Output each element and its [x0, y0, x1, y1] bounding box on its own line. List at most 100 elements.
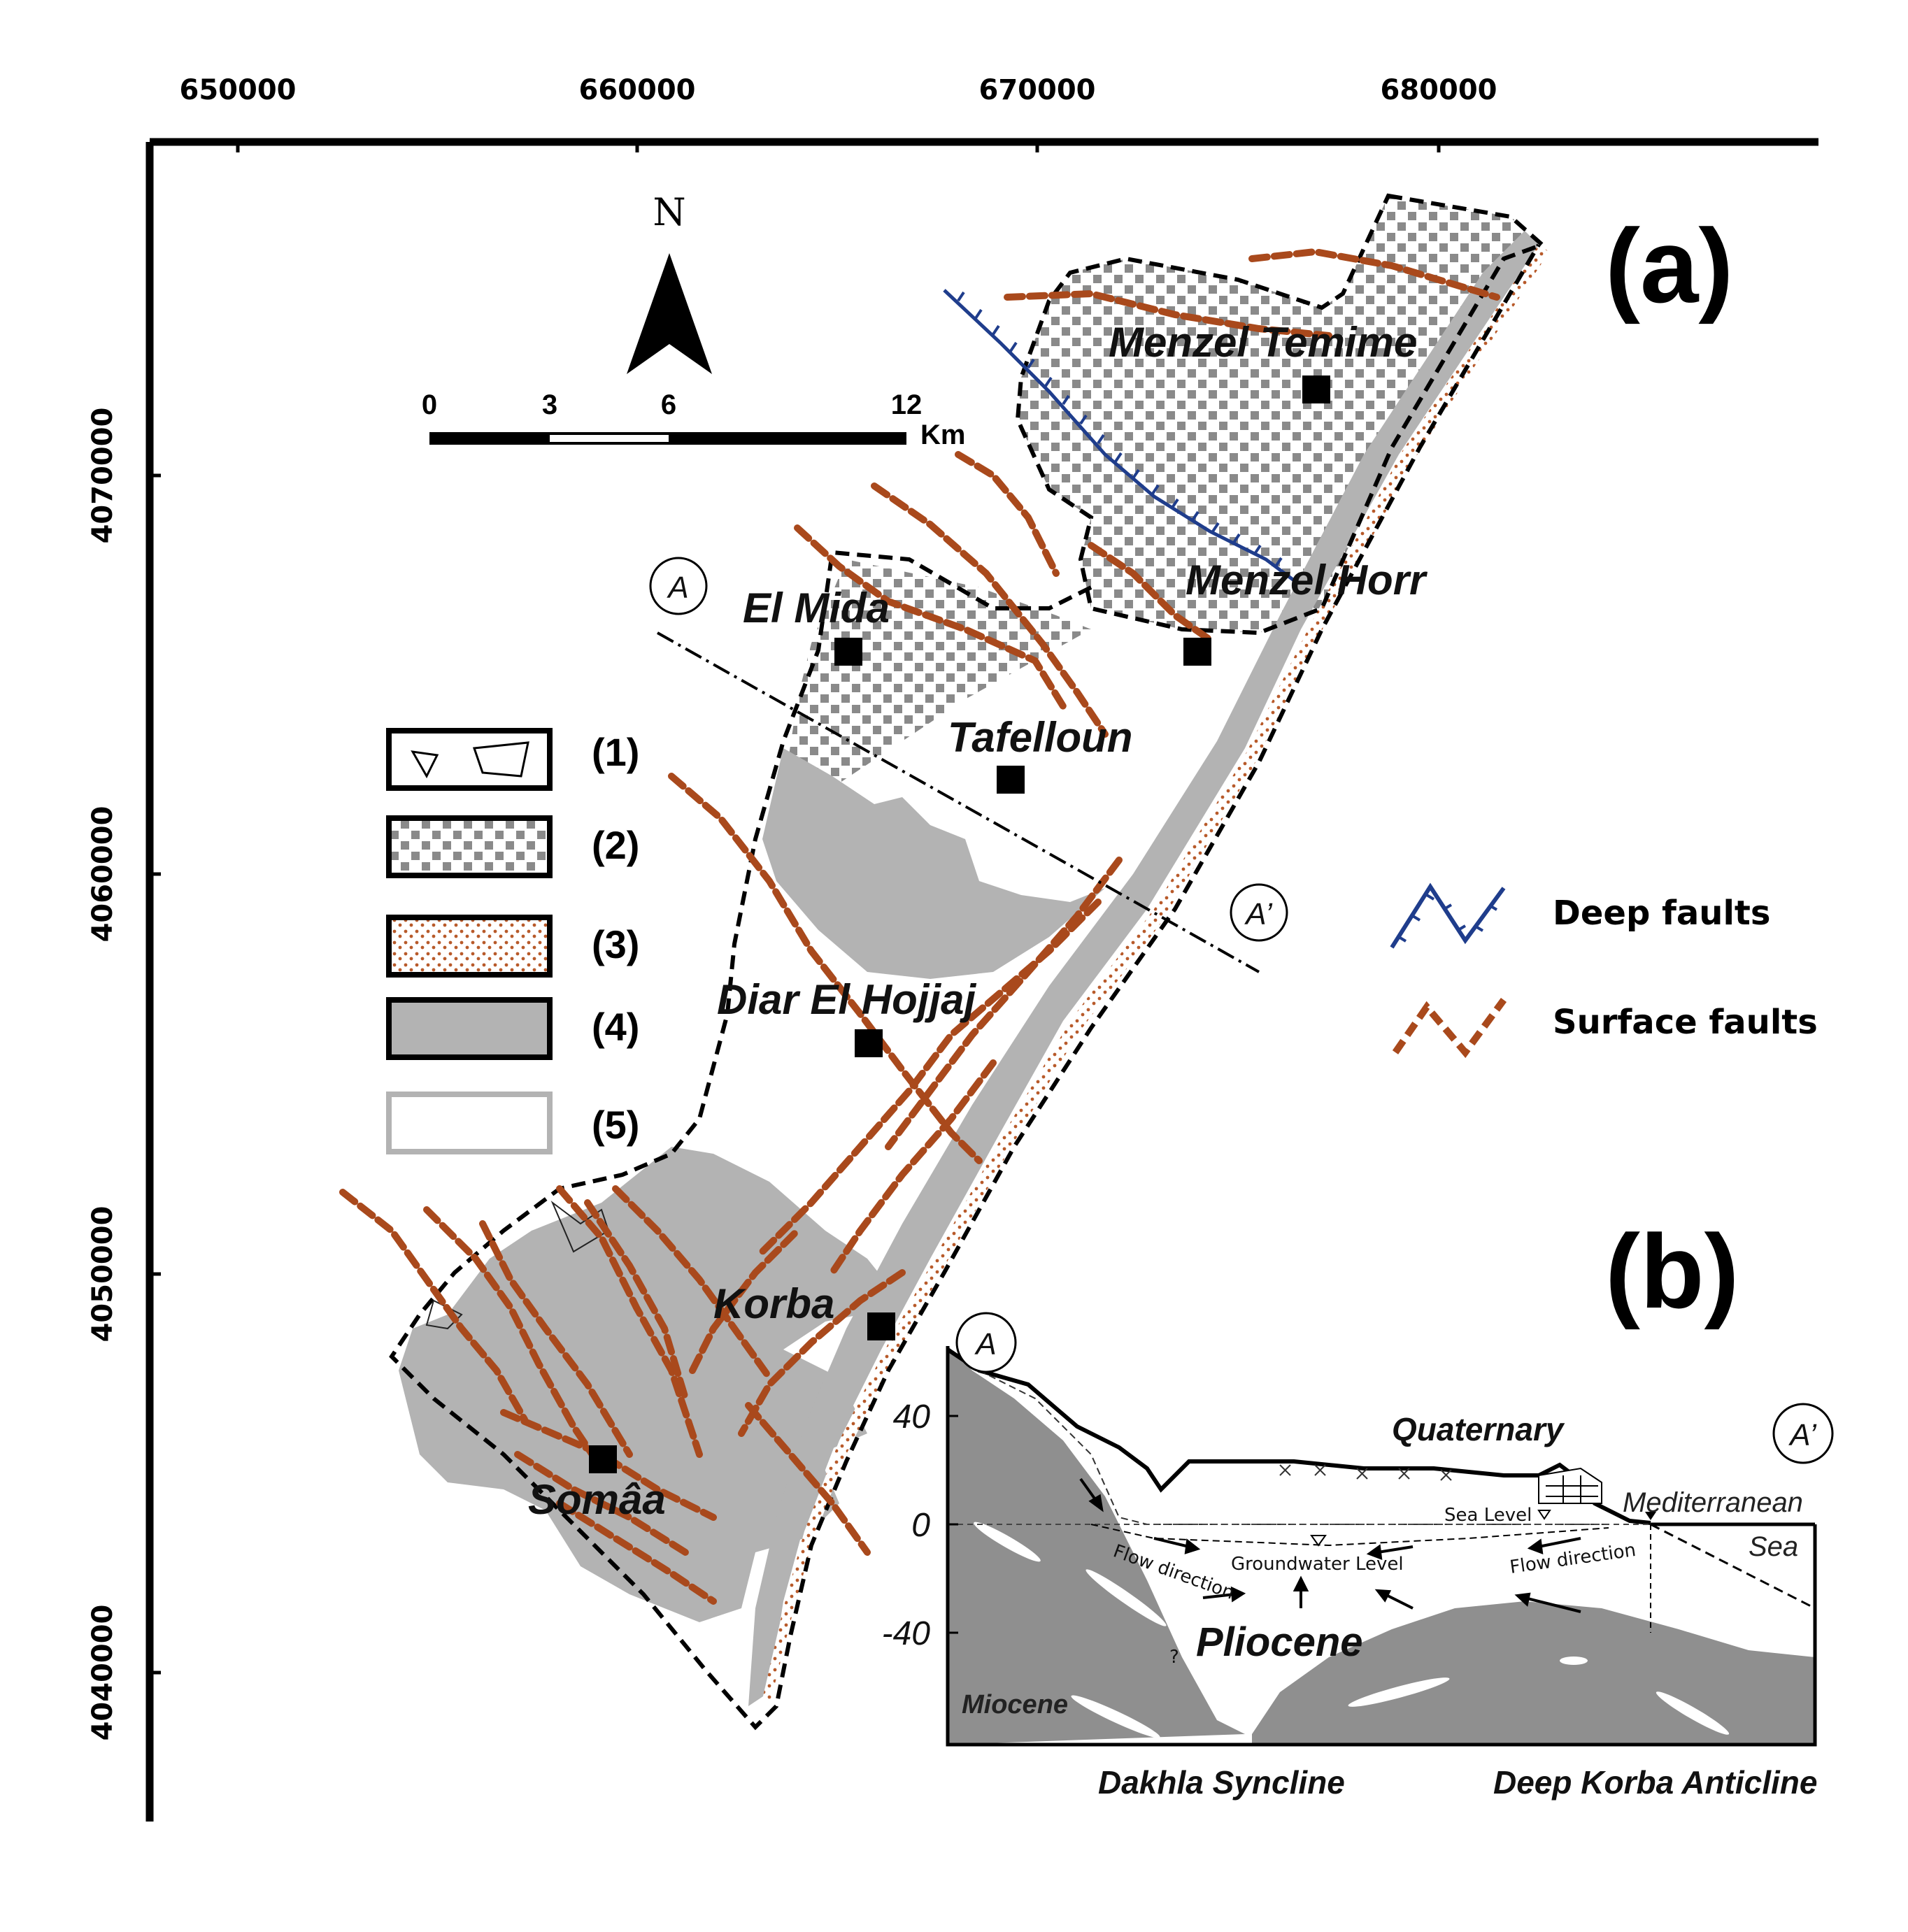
legend-swatch-5 — [386, 1092, 553, 1154]
y-tick-label: 4050000 — [87, 1206, 119, 1343]
surface-fault — [1248, 248, 1500, 301]
town-label: Somâa — [528, 1476, 666, 1523]
miocene-body-right — [1252, 1601, 1815, 1745]
sea-level-label: Sea Level — [1444, 1505, 1532, 1526]
town-marker — [1183, 638, 1211, 666]
surface-fault — [668, 773, 983, 1164]
groundwater-line — [1090, 1524, 1609, 1547]
svg-text:6: 6 — [661, 389, 676, 420]
legend-label: (4) — [592, 1005, 639, 1049]
deep-fault-legend-icon — [1390, 882, 1506, 949]
grey-unit-south — [399, 1147, 895, 1622]
deep-faults-label: Deep faults — [1553, 894, 1770, 933]
section-y-tick: 0 — [911, 1507, 930, 1544]
surface-fault — [423, 1206, 605, 1472]
mediterranean-label: Mediterranean — [1623, 1487, 1803, 1518]
syncline-label: Dakhla Syncline — [1098, 1764, 1345, 1801]
svg-text:3: 3 — [542, 389, 557, 420]
groundwater-label: Groundwater Level — [1231, 1554, 1404, 1575]
x-tick-label: 660000 — [579, 74, 696, 106]
panel-label-a: (a) — [1605, 207, 1733, 324]
scale-bar: 0 3 6 12 Km — [422, 389, 966, 450]
miocene-label: Miocene — [962, 1690, 1068, 1719]
svg-text:Km: Km — [920, 420, 965, 450]
svg-text:12: 12 — [891, 389, 923, 420]
legend-label: (1) — [592, 730, 639, 774]
legend-swatch-3 — [386, 915, 553, 978]
section-end-marker: A’ — [1230, 883, 1288, 942]
question-mark: ? — [1169, 1647, 1179, 1668]
surface-fault — [955, 451, 1060, 577]
grey-unit-lagoon — [762, 748, 1105, 979]
surface-fault-legend-icon — [1392, 998, 1507, 1059]
town-marker — [997, 766, 1025, 794]
town-label: Diar El Hojjaj — [717, 976, 976, 1023]
checker-unit-middle — [776, 559, 1091, 839]
deep-fault — [943, 289, 1295, 582]
surface-faults-label: Surface faults — [1553, 1003, 1818, 1042]
panel-label-b: (b) — [1605, 1212, 1739, 1330]
legend-label: (2) — [592, 823, 639, 867]
town-label: Menzel Horr — [1186, 557, 1428, 603]
miocene-body-left — [948, 1346, 1245, 1745]
surface-fault — [738, 1269, 906, 1437]
surface-fault — [556, 1185, 703, 1458]
surface-fault — [1004, 289, 1332, 339]
town-label: Korba — [713, 1280, 834, 1327]
surface-fault — [339, 1189, 528, 1423]
unit-1-outline — [550, 1200, 610, 1253]
surface-fault — [612, 1185, 773, 1381]
y-tick-label: 4070000 — [87, 408, 119, 544]
surface-fault — [794, 524, 1067, 710]
sea-label: Sea — [1749, 1531, 1798, 1562]
surface-fault — [1088, 542, 1213, 643]
town-label: Menzel Temime — [1109, 319, 1417, 366]
north-arrow: N — [627, 190, 712, 374]
section-y-tick: 40 — [893, 1398, 931, 1436]
section-start-circle: A — [955, 1312, 1017, 1373]
svg-text:0: 0 — [422, 389, 437, 420]
town-label: Tafelloun — [948, 714, 1132, 761]
legend-swatch-4 — [386, 997, 553, 1060]
section-y-tick: -40 — [882, 1615, 931, 1652]
y-tick-label: 4040000 — [87, 1605, 119, 1741]
x-tick-label: 650000 — [180, 74, 297, 106]
legend-label: (5) — [592, 1103, 639, 1147]
svg-text:A’: A’ — [1244, 897, 1273, 931]
surface-fault — [514, 1451, 689, 1556]
cross-section — [946, 1346, 1817, 1747]
surface-fault — [871, 482, 1109, 738]
surface-fault — [745, 1402, 871, 1556]
section-start-marker: A — [649, 557, 708, 615]
x-tick-label: 680000 — [1381, 74, 1497, 106]
study-area — [389, 193, 1549, 1731]
surface-fault — [584, 1199, 689, 1402]
x-tick-label: 670000 — [979, 74, 1096, 106]
town-marker — [867, 1312, 895, 1340]
town-marker — [855, 1029, 883, 1057]
surface-fault — [689, 1227, 801, 1374]
section-end-circle: A’ — [1772, 1403, 1834, 1464]
legend-swatch-1 — [386, 728, 553, 791]
legend-label: (3) — [592, 922, 639, 966]
quaternary-label: Quaternary — [1392, 1411, 1565, 1447]
surface-fault — [556, 1500, 717, 1605]
surface-fault — [885, 857, 1123, 1150]
surface-fault — [829, 1059, 997, 1276]
surface-faults — [339, 248, 1500, 1605]
checker-boundary-north — [1015, 193, 1546, 636]
map-frame — [145, 138, 1818, 1822]
town-marker — [589, 1445, 617, 1473]
town-label: El Mida — [743, 585, 890, 631]
svg-text:A’: A’ — [1788, 1418, 1817, 1452]
town-marker — [1302, 375, 1330, 403]
svg-text:N: N — [653, 190, 685, 234]
surface-fault — [479, 1220, 633, 1458]
svg-text:A: A — [974, 1327, 996, 1361]
town-marker — [834, 638, 862, 666]
legend-swatch-2 — [386, 815, 553, 878]
anticline-label: Deep Korba Anticline — [1493, 1764, 1817, 1801]
study-area-boundary — [389, 243, 1541, 1731]
y-tick-label: 4060000 — [87, 806, 119, 943]
